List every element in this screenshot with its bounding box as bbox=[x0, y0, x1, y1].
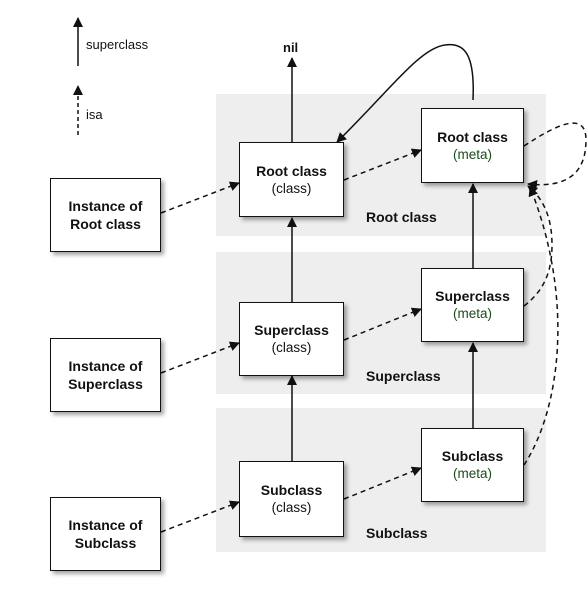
root-class-kind: (class) bbox=[271, 180, 312, 196]
root-class-isa-arrow bbox=[343, 148, 422, 181]
superclass-meta-box: Superclass (meta) bbox=[421, 268, 524, 342]
instance-sub-line2: Subclass bbox=[74, 535, 137, 551]
subclass-kind: (class) bbox=[271, 500, 312, 515]
sub-meta-kind: (meta) bbox=[452, 466, 492, 481]
super-meta-name: Superclass bbox=[435, 288, 510, 304]
instance-sub-line1: Instance of bbox=[68, 517, 143, 533]
subclass-isa-arrow bbox=[343, 466, 422, 500]
sub-meta-isa-arrow bbox=[523, 186, 559, 466]
instance-of-root-class-box: Instance of Root class bbox=[50, 178, 161, 252]
root-meta-to-root-class-arrow bbox=[336, 43, 474, 143]
instance-super-line1: Instance of bbox=[68, 358, 143, 374]
subclass-box: Subclass (class) bbox=[239, 461, 344, 537]
root-class-name: Root class bbox=[256, 162, 327, 179]
superclass-box: Superclass (class) bbox=[239, 302, 344, 376]
root-class-meta-box: Root class (meta) bbox=[421, 108, 524, 183]
inst-sub-isa-arrow bbox=[160, 500, 240, 533]
root-meta-name: Root class bbox=[437, 128, 508, 145]
super-meta-isa-arrow bbox=[523, 185, 553, 307]
superclass-isa-arrow bbox=[343, 307, 422, 341]
legend-isa-label: isa bbox=[86, 107, 103, 122]
root-meta-kind: (meta) bbox=[452, 146, 492, 162]
root-class-band-label: Root class bbox=[366, 209, 437, 225]
subclass-name: Subclass bbox=[260, 482, 323, 498]
superclass-band-label: Superclass bbox=[366, 368, 441, 384]
instance-root-line2: Root class bbox=[70, 216, 141, 232]
subclass-meta-box: Subclass (meta) bbox=[421, 428, 524, 502]
superclass-kind: (class) bbox=[271, 340, 312, 355]
nil-label: nil bbox=[283, 40, 299, 55]
inst-super-isa-arrow bbox=[160, 341, 240, 374]
inst-root-isa-arrow bbox=[160, 181, 240, 214]
instance-of-subclass-box: Instance of Subclass bbox=[50, 497, 161, 571]
instance-super-line2: Superclass bbox=[68, 376, 143, 392]
instance-root-line1: Instance of bbox=[68, 198, 143, 214]
sub-meta-name: Subclass bbox=[441, 448, 504, 464]
super-meta-kind: (meta) bbox=[452, 306, 492, 321]
subclass-band-label: Subclass bbox=[366, 525, 428, 541]
root-meta-self-isa-arrow bbox=[523, 122, 587, 190]
root-class-box: Root class (class) bbox=[239, 142, 344, 217]
legend-superclass-label: superclass bbox=[86, 37, 149, 52]
superclass-name: Superclass bbox=[254, 322, 329, 338]
instance-of-superclass-box: Instance of Superclass bbox=[50, 338, 161, 412]
